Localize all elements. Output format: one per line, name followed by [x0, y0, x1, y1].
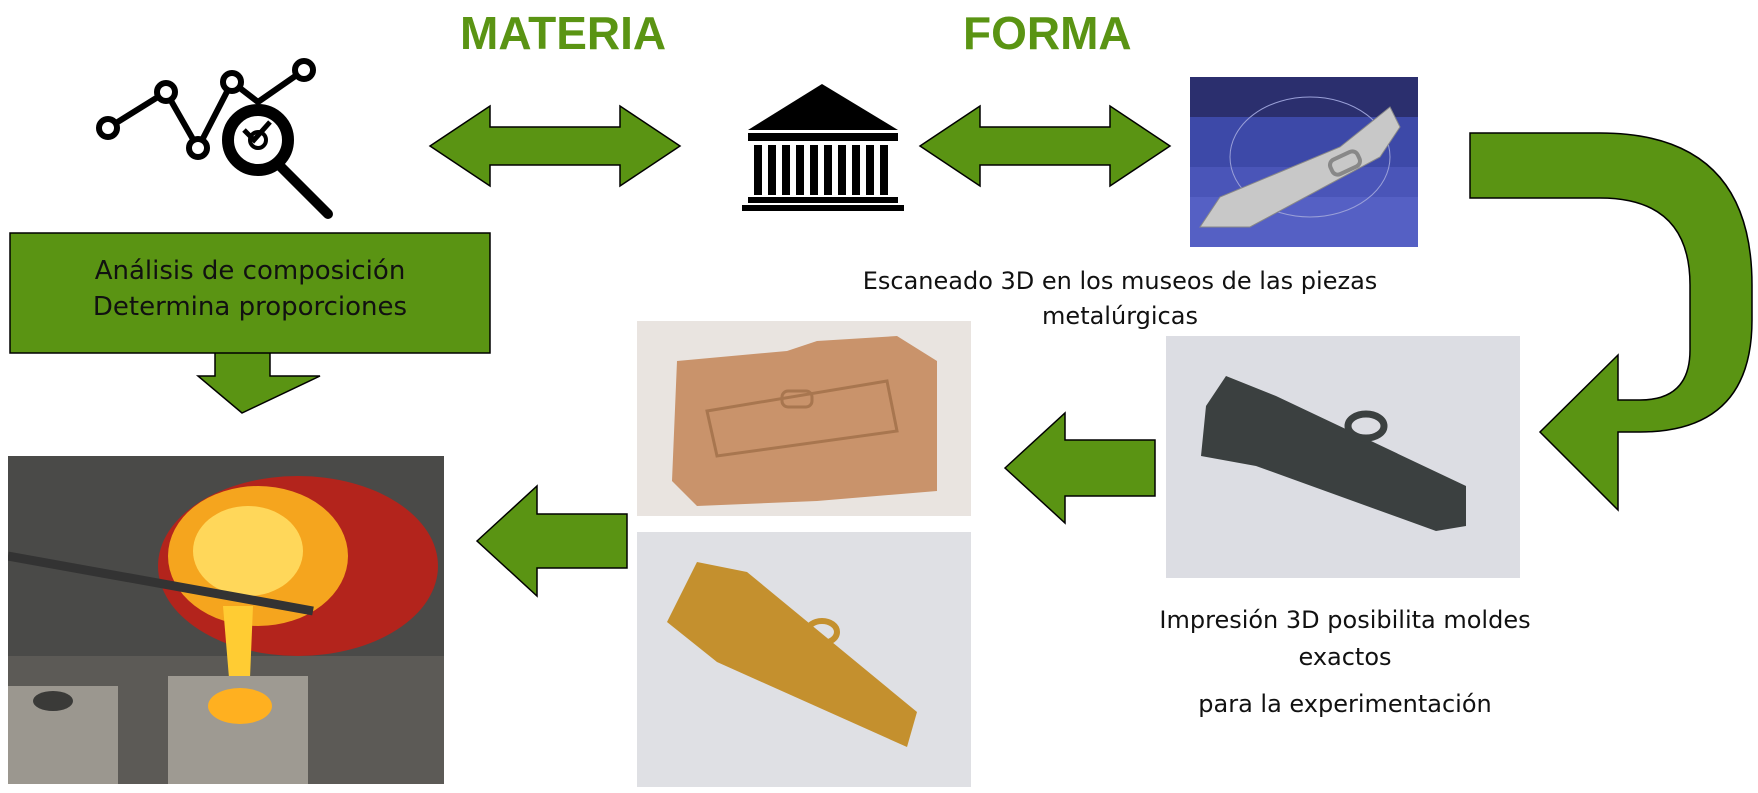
analysis-box — [9, 232, 491, 354]
down-arrow-to-casting — [195, 345, 321, 414]
heading-forma: FORMA — [963, 7, 1132, 59]
double-arrow-forma — [918, 104, 1172, 188]
double-arrow-materia — [428, 104, 682, 188]
museum-building-icon — [742, 84, 904, 211]
heading-materia: MATERIA — [460, 7, 667, 59]
metal-casting-image — [8, 456, 444, 784]
scan-caption: Escaneado 3D en los museos de las piezas… — [800, 264, 1440, 334]
analysis-line-2: Determina proporciones — [92, 292, 408, 323]
print-caption-line-2: exactos — [1298, 643, 1392, 672]
clay-mold-image — [637, 321, 971, 516]
print-caption-line-1: Impresión 3D posibilita moldes — [1159, 606, 1531, 634]
left-arrow-to-molds — [1003, 411, 1156, 525]
analysis-box-text: Análisis de composición Determina propor… — [10, 253, 490, 326]
wax-axe-image — [637, 532, 971, 787]
print-caption-line-3: para la experimentación — [1198, 690, 1492, 719]
analysis-chart-magnifier-icon — [96, 58, 333, 219]
scan-caption-line-2: metalúrgicas — [1042, 301, 1198, 330]
printed-axe-image — [1166, 336, 1520, 578]
scan-3d-render-image — [1190, 77, 1418, 247]
scan-caption-line-1: Escaneado 3D en los museos de las piezas — [862, 267, 1378, 295]
u-turn-arrow — [1469, 132, 1753, 512]
left-arrow-to-casting — [475, 484, 628, 598]
analysis-line-1: Análisis de composición — [94, 256, 406, 286]
print-caption: Impresión 3D posibilita moldes exactos p… — [1080, 602, 1610, 724]
